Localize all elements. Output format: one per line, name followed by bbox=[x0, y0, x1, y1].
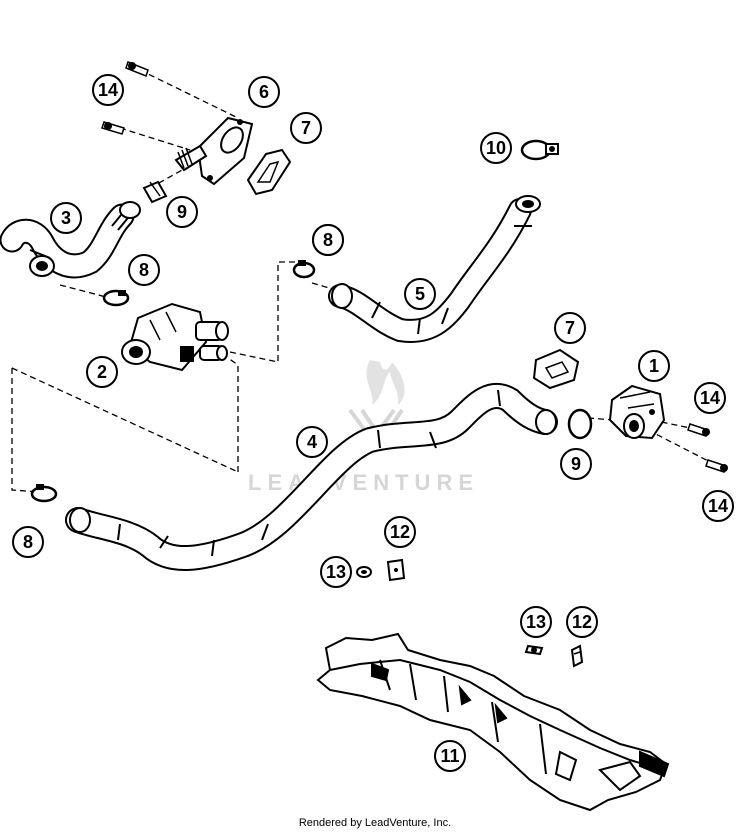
callout-14: 14 bbox=[92, 74, 124, 106]
callout-circle bbox=[404, 278, 436, 310]
callout-circle bbox=[166, 196, 198, 228]
part-9-coupler-upper bbox=[142, 180, 168, 204]
part-7-gasket-upper bbox=[246, 148, 292, 196]
clamp-10 bbox=[520, 139, 559, 161]
callout-4: 4 bbox=[296, 426, 328, 458]
callout-13: 13 bbox=[520, 606, 552, 638]
part-1-valve-housing bbox=[608, 384, 666, 440]
callout-11: 11 bbox=[434, 740, 466, 772]
callout-number: 13 bbox=[526, 612, 546, 632]
callout-number: 8 bbox=[23, 532, 33, 552]
callout-8: 8 bbox=[128, 254, 160, 286]
callout-number: 4 bbox=[307, 432, 317, 452]
part-6-valve-cover bbox=[174, 116, 254, 186]
bolt-14-mid bbox=[101, 121, 125, 135]
callout-number: 12 bbox=[572, 612, 592, 632]
callout-circle bbox=[520, 606, 552, 638]
callout-circle bbox=[434, 740, 466, 772]
callout-number: 5 bbox=[415, 284, 425, 304]
clip-12-upper bbox=[386, 558, 406, 582]
callout-circle bbox=[320, 556, 352, 588]
callout-14: 14 bbox=[694, 382, 726, 414]
part-9-ring-lower bbox=[567, 408, 593, 440]
callout-14: 14 bbox=[702, 490, 734, 522]
callout-circle bbox=[638, 350, 670, 382]
callout-number: 14 bbox=[708, 496, 728, 516]
callout-2: 2 bbox=[86, 356, 118, 388]
nut-13-lower bbox=[524, 644, 544, 656]
callout-12: 12 bbox=[566, 606, 598, 638]
callout-number: 7 bbox=[565, 318, 575, 338]
callout-9: 9 bbox=[560, 448, 592, 480]
callout-8: 8 bbox=[12, 526, 44, 558]
callout-number: 13 bbox=[326, 562, 346, 582]
callout-7: 7 bbox=[290, 112, 322, 144]
callout-circle bbox=[560, 448, 592, 480]
callout-circle bbox=[248, 76, 280, 108]
callout-13: 13 bbox=[320, 556, 352, 588]
callout-number: 6 bbox=[259, 82, 269, 102]
callout-circle bbox=[128, 254, 160, 286]
part-11-bracket bbox=[316, 632, 670, 812]
callout-number: 7 bbox=[301, 118, 311, 138]
clip-12-lower bbox=[570, 644, 584, 668]
callout-3: 3 bbox=[50, 202, 82, 234]
callout-circle bbox=[12, 526, 44, 558]
callout-circle bbox=[554, 312, 586, 344]
callout-7: 7 bbox=[554, 312, 586, 344]
callout-circle bbox=[312, 224, 344, 256]
part-2-air-valve bbox=[121, 302, 229, 372]
callout-number: 9 bbox=[571, 454, 581, 474]
callout-circle bbox=[296, 426, 328, 458]
callout-number: 10 bbox=[486, 138, 506, 158]
clamp-8-lower bbox=[30, 484, 58, 503]
callout-1: 1 bbox=[638, 350, 670, 382]
clamp-8-mid bbox=[292, 260, 316, 279]
callout-12: 12 bbox=[384, 516, 416, 548]
callout-5: 5 bbox=[404, 278, 436, 310]
callout-circle bbox=[566, 606, 598, 638]
callout-number: 11 bbox=[440, 746, 459, 766]
callout-number: 14 bbox=[98, 80, 118, 100]
callout-number: 8 bbox=[139, 260, 149, 280]
callouts: 12345677888899101112121313141414 bbox=[12, 74, 734, 772]
hose-3 bbox=[0, 201, 141, 279]
clamp-8-left bbox=[102, 289, 130, 307]
nut-13-upper bbox=[356, 566, 372, 578]
callout-number: 9 bbox=[177, 202, 187, 222]
hose-4 bbox=[65, 383, 558, 571]
callout-number: 8 bbox=[323, 230, 333, 250]
footer-credit: Rendered by LeadVenture, Inc. bbox=[298, 817, 452, 829]
callout-circle bbox=[290, 112, 322, 144]
callout-circle bbox=[384, 516, 416, 548]
hose-5 bbox=[328, 195, 541, 343]
bolt-14-upper bbox=[125, 61, 149, 77]
callout-circle bbox=[50, 202, 82, 234]
callout-circle bbox=[694, 382, 726, 414]
callout-number: 2 bbox=[97, 362, 107, 382]
callout-circle bbox=[702, 490, 734, 522]
part-7-gasket-lower bbox=[532, 348, 580, 390]
watermark-text: LEADVENTURE bbox=[248, 470, 479, 495]
callout-circle bbox=[480, 132, 512, 164]
watermark: LEADVENTURE bbox=[248, 360, 479, 495]
callout-number: 14 bbox=[700, 388, 720, 408]
callout-circle bbox=[86, 356, 118, 388]
callout-number: 1 bbox=[649, 356, 659, 376]
callout-number: 12 bbox=[390, 522, 410, 542]
callout-circle bbox=[92, 74, 124, 106]
callout-10: 10 bbox=[480, 132, 512, 164]
bolt-14-right-lower bbox=[705, 459, 728, 473]
callout-9: 9 bbox=[166, 196, 198, 228]
callout-8: 8 bbox=[312, 224, 344, 256]
callout-number: 3 bbox=[61, 208, 71, 228]
callout-6: 6 bbox=[248, 76, 280, 108]
bolt-14-right-upper bbox=[687, 423, 710, 437]
